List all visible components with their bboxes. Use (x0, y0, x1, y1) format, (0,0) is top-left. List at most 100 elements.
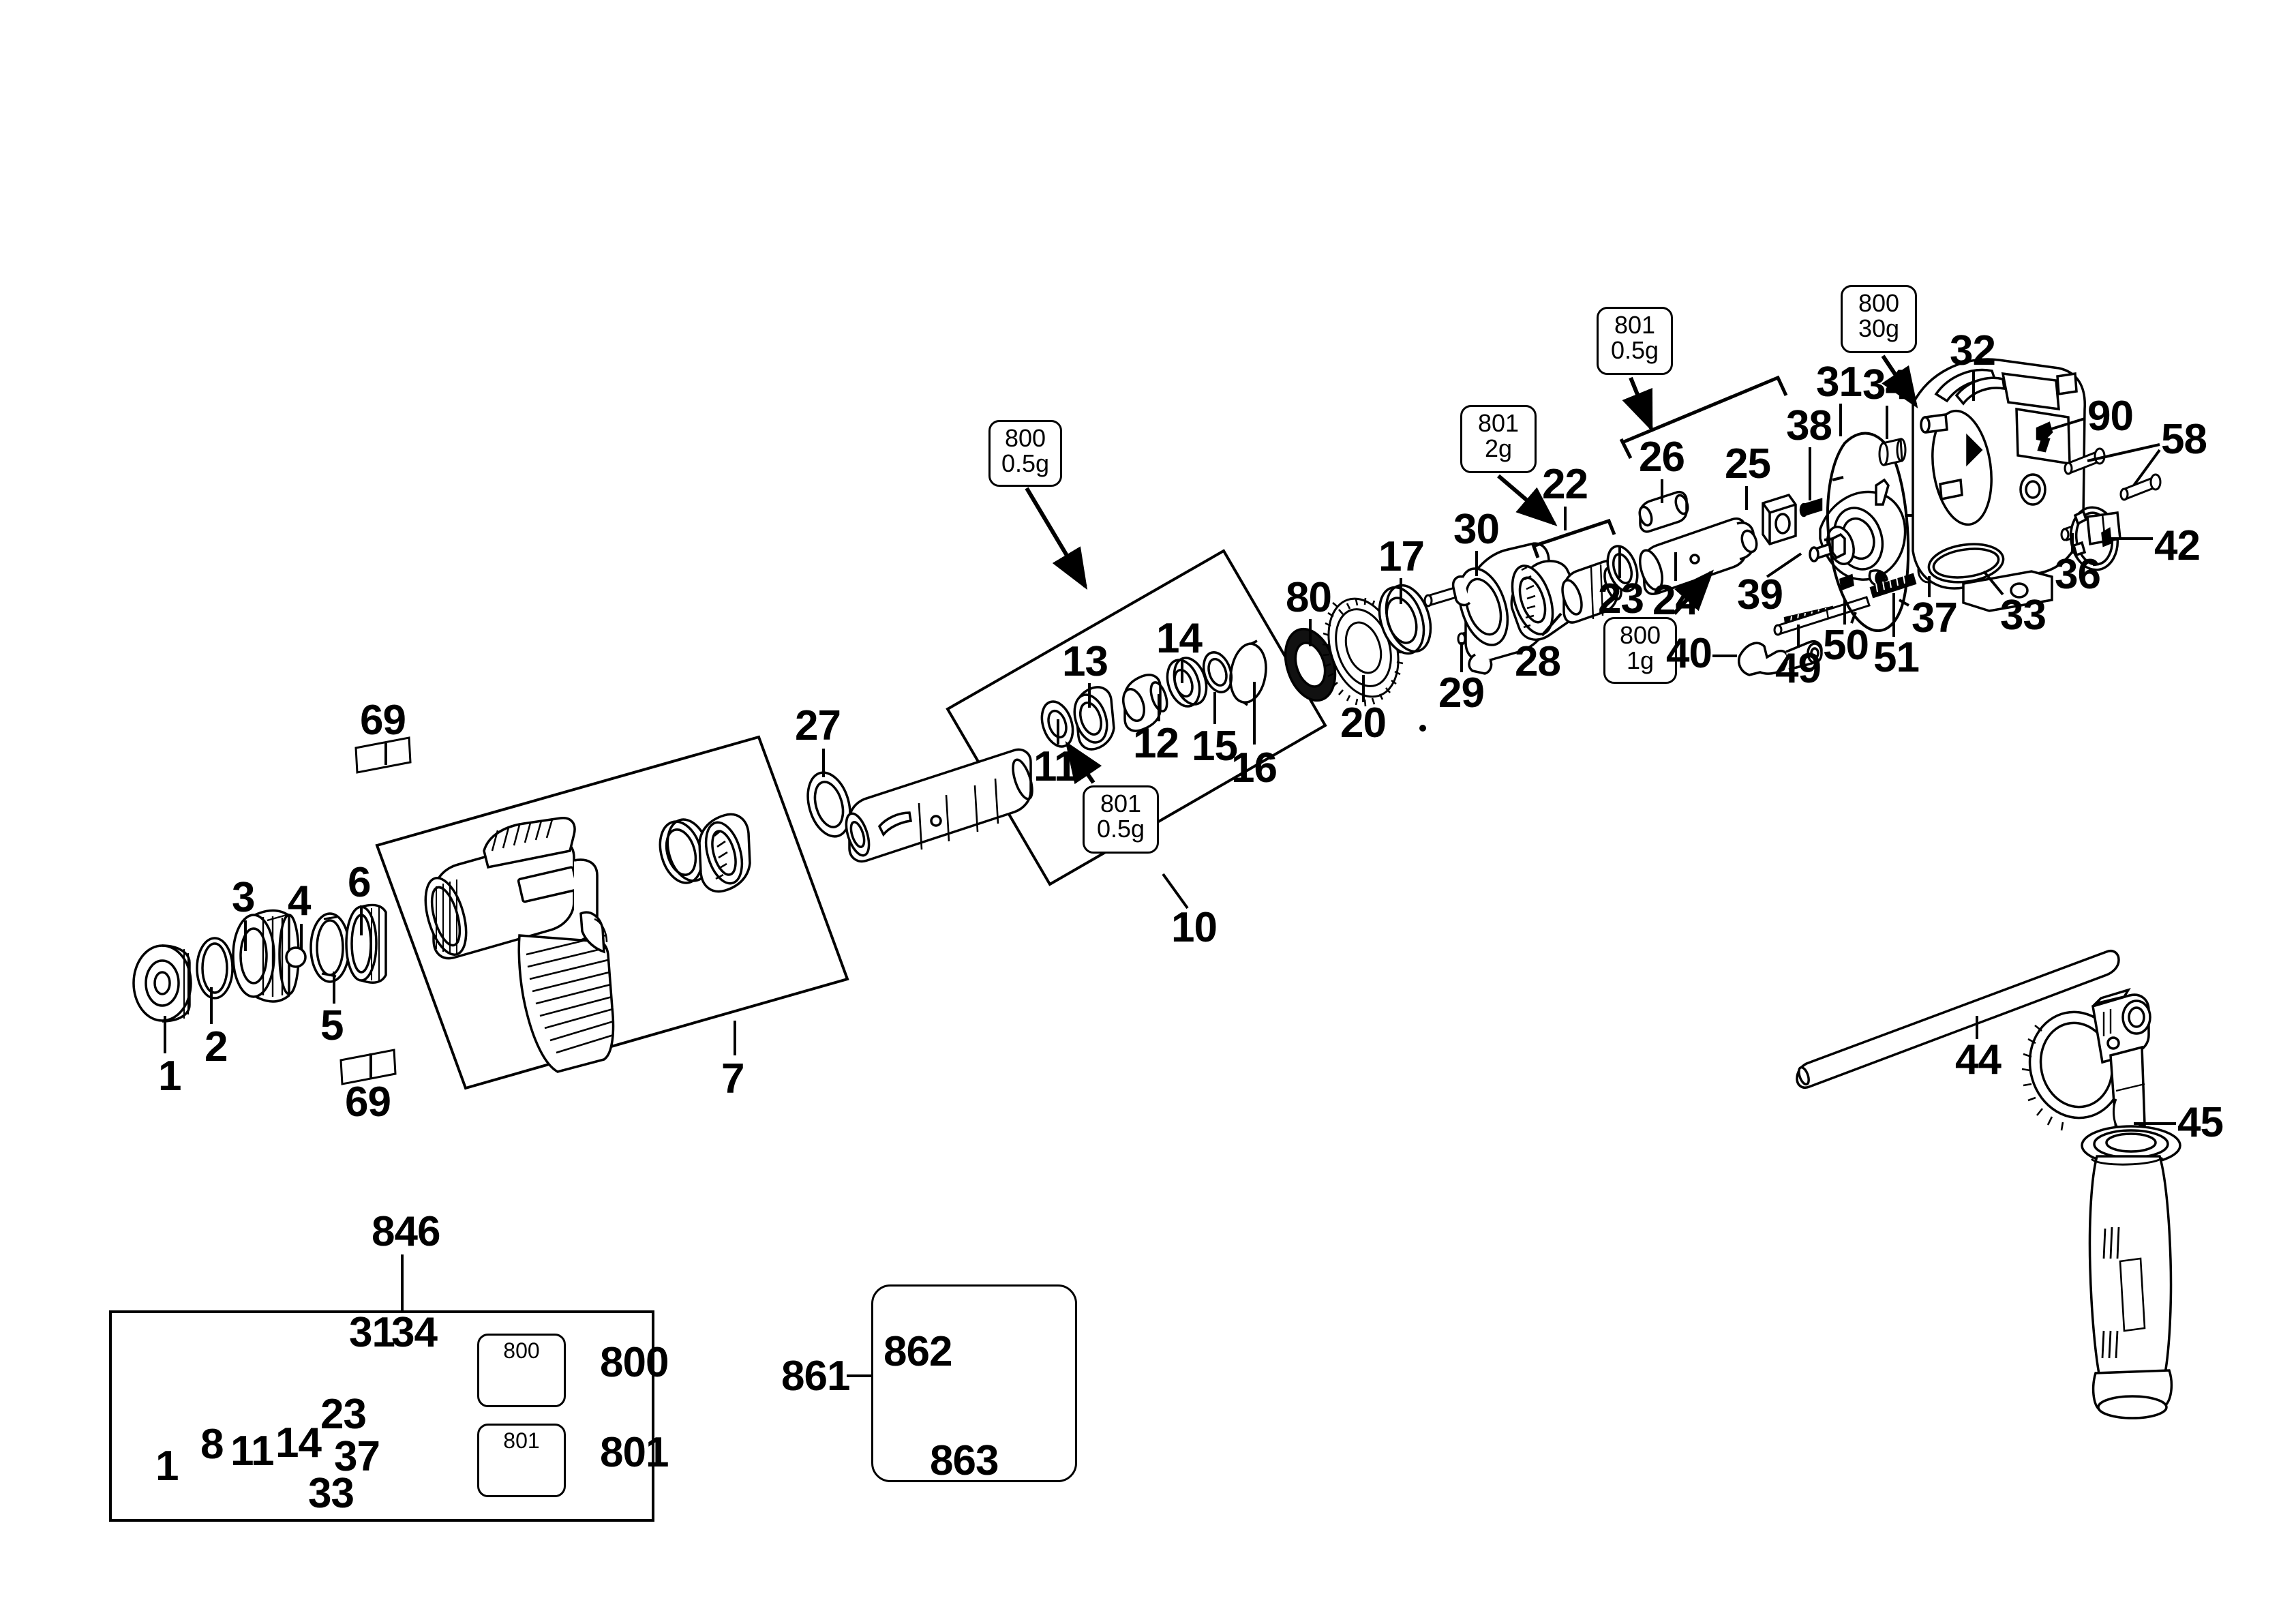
grease-amount: 2g (1484, 434, 1513, 462)
part-label-32: 32 (1950, 327, 1996, 374)
part-label-2: 2 (205, 1023, 228, 1070)
part-28-needle-bearing (1510, 560, 1580, 641)
part-26-pin (1638, 490, 1689, 533)
part-34-bushing (1878, 438, 1907, 466)
part-label-80: 80 (1286, 574, 1332, 621)
inset-part-label-8: 8 (200, 1421, 224, 1468)
grease-code: 801 (1614, 311, 1656, 339)
part-label-51: 51 (1873, 634, 1920, 681)
inset-part-label-37: 37 (334, 1433, 380, 1480)
part-label-40: 40 (1666, 630, 1712, 677)
part-label-58: 58 (2161, 416, 2207, 463)
inset-part-label-14: 14 (275, 1419, 322, 1467)
part-label-50: 50 (1823, 622, 1869, 669)
part-label-12: 12 (1133, 720, 1179, 767)
part-label-49: 49 (1775, 645, 1822, 692)
part-label-45: 45 (2177, 1099, 2224, 1146)
grease-amount: 0.5g (1001, 449, 1050, 477)
part-39-clutch-assembly (1809, 478, 1907, 591)
part-label-31: 31 (1816, 359, 1862, 406)
grease-callout-801-05g-b: 801 0.5g (1597, 307, 1673, 375)
grease-amount: 0.5g (1096, 814, 1145, 843)
part-25-slider-block (1762, 493, 1797, 546)
grease-code: 800 (1619, 621, 1661, 649)
part-label-44: 44 (1955, 1036, 2002, 1083)
grease-code: 801 (1100, 790, 1142, 817)
part-4-ball (285, 946, 307, 968)
part-7-motor-housing (424, 817, 615, 1073)
part-label-26: 26 (1639, 434, 1685, 481)
part-label-39: 39 (1737, 571, 1783, 618)
grease-code: 800 (1858, 289, 1900, 317)
part-38-screw (1799, 498, 1823, 517)
inset-part-label-33: 33 (308, 1470, 354, 1517)
part-label-34: 34 (1862, 361, 1909, 408)
grease-amount: 1g (1626, 646, 1655, 674)
part-spindle-shaft (845, 748, 1033, 863)
inset-part-label-23: 23 (320, 1391, 367, 1438)
part-12-bushing (1122, 674, 1168, 732)
part-label-24: 24 (1652, 577, 1699, 624)
part-label-861: 861 (781, 1353, 850, 1400)
part-needle-bearing (698, 813, 751, 893)
part-23-washer (1606, 545, 1639, 592)
inset-grease-label-801: 801 (600, 1429, 669, 1476)
grease-callout-800-30g: 800 30g (1841, 285, 1917, 353)
part-label-13: 13 (1062, 638, 1108, 685)
grease-callout-800-1g: 800 1g (1603, 617, 1677, 684)
part-24-cylinder (1639, 517, 1758, 595)
part-label-28: 28 (1515, 638, 1561, 685)
group-box-10 (946, 549, 1327, 886)
part-label-17: 17 (1378, 533, 1425, 580)
part-label-15: 15 (1192, 723, 1238, 770)
part-label-7: 7 (721, 1055, 744, 1102)
part-seal-ring-a (659, 818, 711, 884)
part-label-27: 27 (795, 702, 841, 749)
part-1-washer (132, 944, 192, 1023)
part-label-3: 3 (232, 874, 255, 921)
part-label-23: 23 (1598, 575, 1644, 622)
part-label-846: 846 (372, 1208, 440, 1255)
part-label-20: 20 (1340, 700, 1387, 747)
inset-part-label-34: 34 (391, 1309, 438, 1356)
part-label-1: 1 (158, 1053, 181, 1100)
grease-code: 800 (1004, 424, 1046, 452)
part-label-36: 36 (2055, 551, 2101, 598)
part-label-10: 10 (1171, 904, 1218, 951)
inset-part-label-31: 31 (349, 1309, 395, 1356)
part-label-6: 6 (348, 859, 371, 906)
grease-amount: 30g (1858, 314, 1900, 342)
grease-callout-801-05g-a: 801 0.5g (1083, 785, 1159, 854)
part-label-37: 37 (1912, 595, 1958, 642)
part-17-washer (1378, 584, 1432, 655)
part-2-ring (196, 937, 234, 999)
part-40-shift-lever (1738, 640, 1823, 676)
part-69-nameplate-top (354, 736, 412, 774)
inset-grease-box-801: 801 (477, 1424, 566, 1497)
grease-amount: 0.5g (1610, 335, 1659, 364)
part-label-4: 4 (288, 877, 311, 924)
part-27-washer (806, 771, 851, 838)
part-label-16: 16 (1231, 745, 1278, 792)
inset-part-label-11: 11 (230, 1428, 275, 1475)
part-15-ring (1202, 651, 1233, 693)
grease-callout-801-2g: 801 2g (1460, 405, 1537, 473)
part-90-screw (2036, 421, 2053, 453)
part-58-screws (2064, 447, 2162, 501)
part-label-30: 30 (1453, 506, 1500, 553)
part-44-depth-rod (1796, 950, 2120, 1089)
group-box-7 (375, 735, 849, 1090)
part-42-mode-selector (2069, 506, 2121, 571)
inset-grease-box-800: 800 (477, 1334, 566, 1407)
part-label-69-bottom: 69 (345, 1079, 391, 1126)
part-22-pinion (1561, 560, 1622, 624)
part-45-side-handle (2021, 988, 2181, 1419)
inset-grease-label-800: 800 (600, 1339, 669, 1386)
part-label-69-top: 69 (360, 697, 406, 744)
part-16-snap-ring (1229, 640, 1267, 706)
part-label-90: 90 (2087, 393, 2134, 440)
inset-box-861 (871, 1284, 1077, 1482)
part-3-chuck-sleeve (232, 909, 300, 1003)
